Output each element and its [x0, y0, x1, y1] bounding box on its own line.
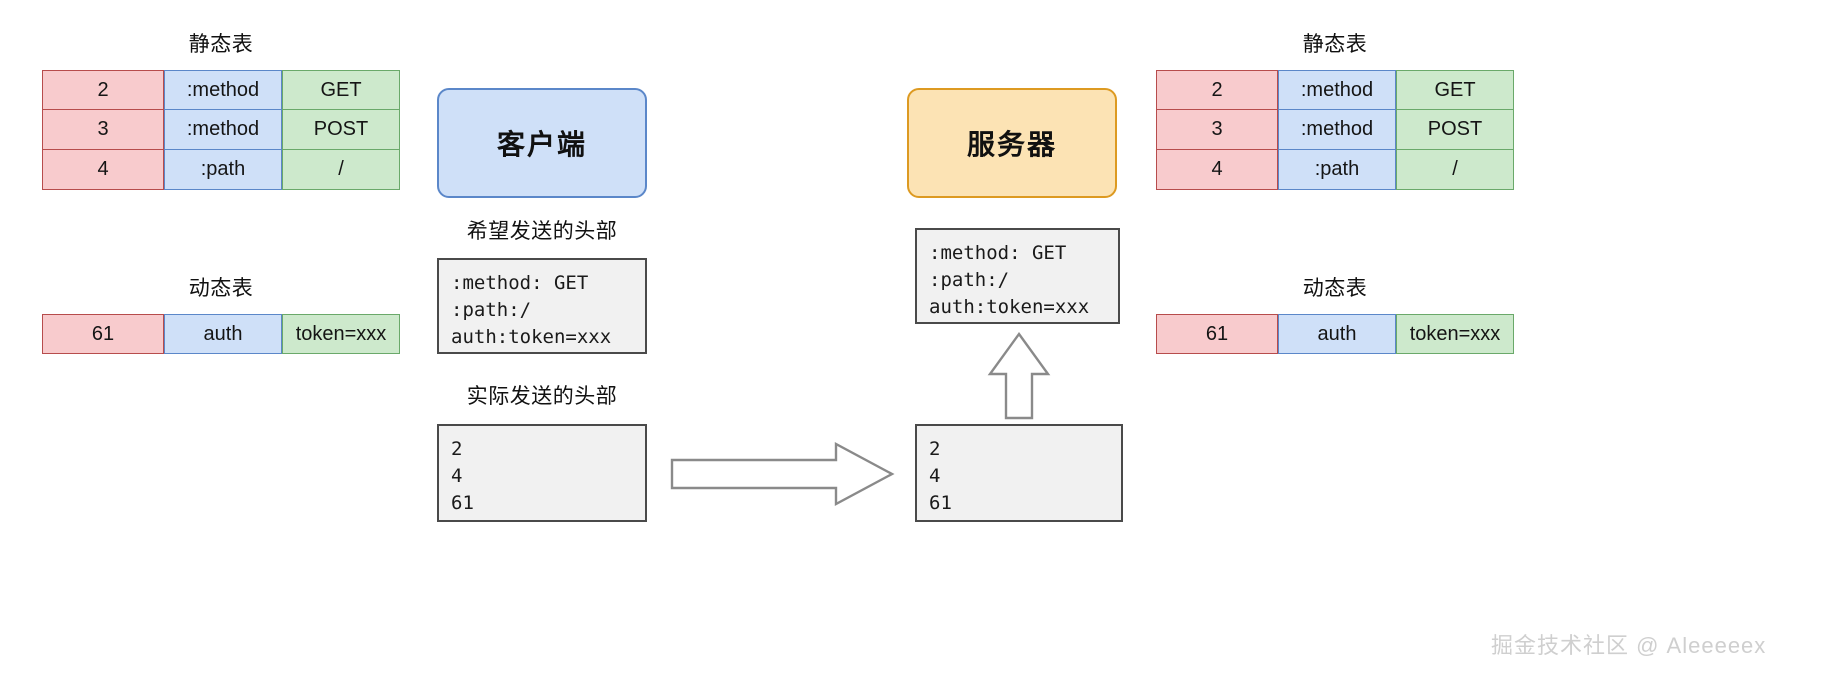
- actual-headers-caption: 实际发送的头部: [466, 385, 618, 408]
- cell-index: 2: [1156, 70, 1278, 110]
- left-static-table-caption: 静态表: [188, 33, 254, 56]
- cell-value: GET: [1396, 70, 1514, 110]
- right-static-table: 2 :method GET 3 :method POST 4 :path /: [1156, 70, 1514, 190]
- cell-value: POST: [1396, 110, 1514, 150]
- cell-value: /: [1396, 150, 1514, 190]
- left-dynamic-table-caption: 动态表: [188, 277, 254, 300]
- table-row: 2 :method GET: [1156, 70, 1514, 110]
- server-received-code: 2 4 61: [915, 424, 1123, 522]
- table-row: 2 :method GET: [42, 70, 400, 110]
- cell-index: 61: [1156, 314, 1278, 354]
- table-row: 4 :path /: [42, 150, 400, 190]
- cell-index: 61: [42, 314, 164, 354]
- left-dynamic-table: 61 auth token=xxx: [42, 314, 400, 354]
- intended-headers-code: :method: GET :path:/ auth:token=xxx: [437, 258, 647, 354]
- right-dynamic-table-caption: 动态表: [1302, 277, 1368, 300]
- cell-name: :method: [1278, 110, 1396, 150]
- cell-value: /: [282, 150, 400, 190]
- left-static-table: 2 :method GET 3 :method POST 4 :path /: [42, 70, 400, 190]
- cell-index: 3: [42, 110, 164, 150]
- cell-name: auth: [164, 314, 282, 354]
- cell-name: :method: [164, 110, 282, 150]
- right-dynamic-table: 61 auth token=xxx: [1156, 314, 1514, 354]
- table-row: 4 :path /: [1156, 150, 1514, 190]
- cell-name: :path: [164, 150, 282, 190]
- actual-headers-code: 2 4 61: [437, 424, 647, 522]
- server-decoded-headers-code: :method: GET :path:/ auth:token=xxx: [915, 228, 1120, 324]
- cell-index: 4: [1156, 150, 1278, 190]
- cell-value: GET: [282, 70, 400, 110]
- decode-arrow-up-icon: [987, 331, 1051, 420]
- cell-name: :method: [1278, 70, 1396, 110]
- table-row: 3 :method POST: [42, 110, 400, 150]
- watermark: 掘金技术社区 @ Aleeeeex: [1491, 633, 1767, 658]
- cell-name: :path: [1278, 150, 1396, 190]
- cell-value: POST: [282, 110, 400, 150]
- server-node: 服务器: [907, 88, 1117, 198]
- cell-name: :method: [164, 70, 282, 110]
- transmit-arrow-right-icon: [670, 441, 895, 507]
- table-row: 61 auth token=xxx: [42, 314, 400, 354]
- cell-index: 2: [42, 70, 164, 110]
- intended-headers-caption: 希望发送的头部: [466, 220, 618, 243]
- cell-name: auth: [1278, 314, 1396, 354]
- table-row: 3 :method POST: [1156, 110, 1514, 150]
- cell-index: 4: [42, 150, 164, 190]
- table-row: 61 auth token=xxx: [1156, 314, 1514, 354]
- cell-value: token=xxx: [282, 314, 400, 354]
- client-node: 客户端: [437, 88, 647, 198]
- cell-index: 3: [1156, 110, 1278, 150]
- cell-value: token=xxx: [1396, 314, 1514, 354]
- right-static-table-caption: 静态表: [1302, 33, 1368, 56]
